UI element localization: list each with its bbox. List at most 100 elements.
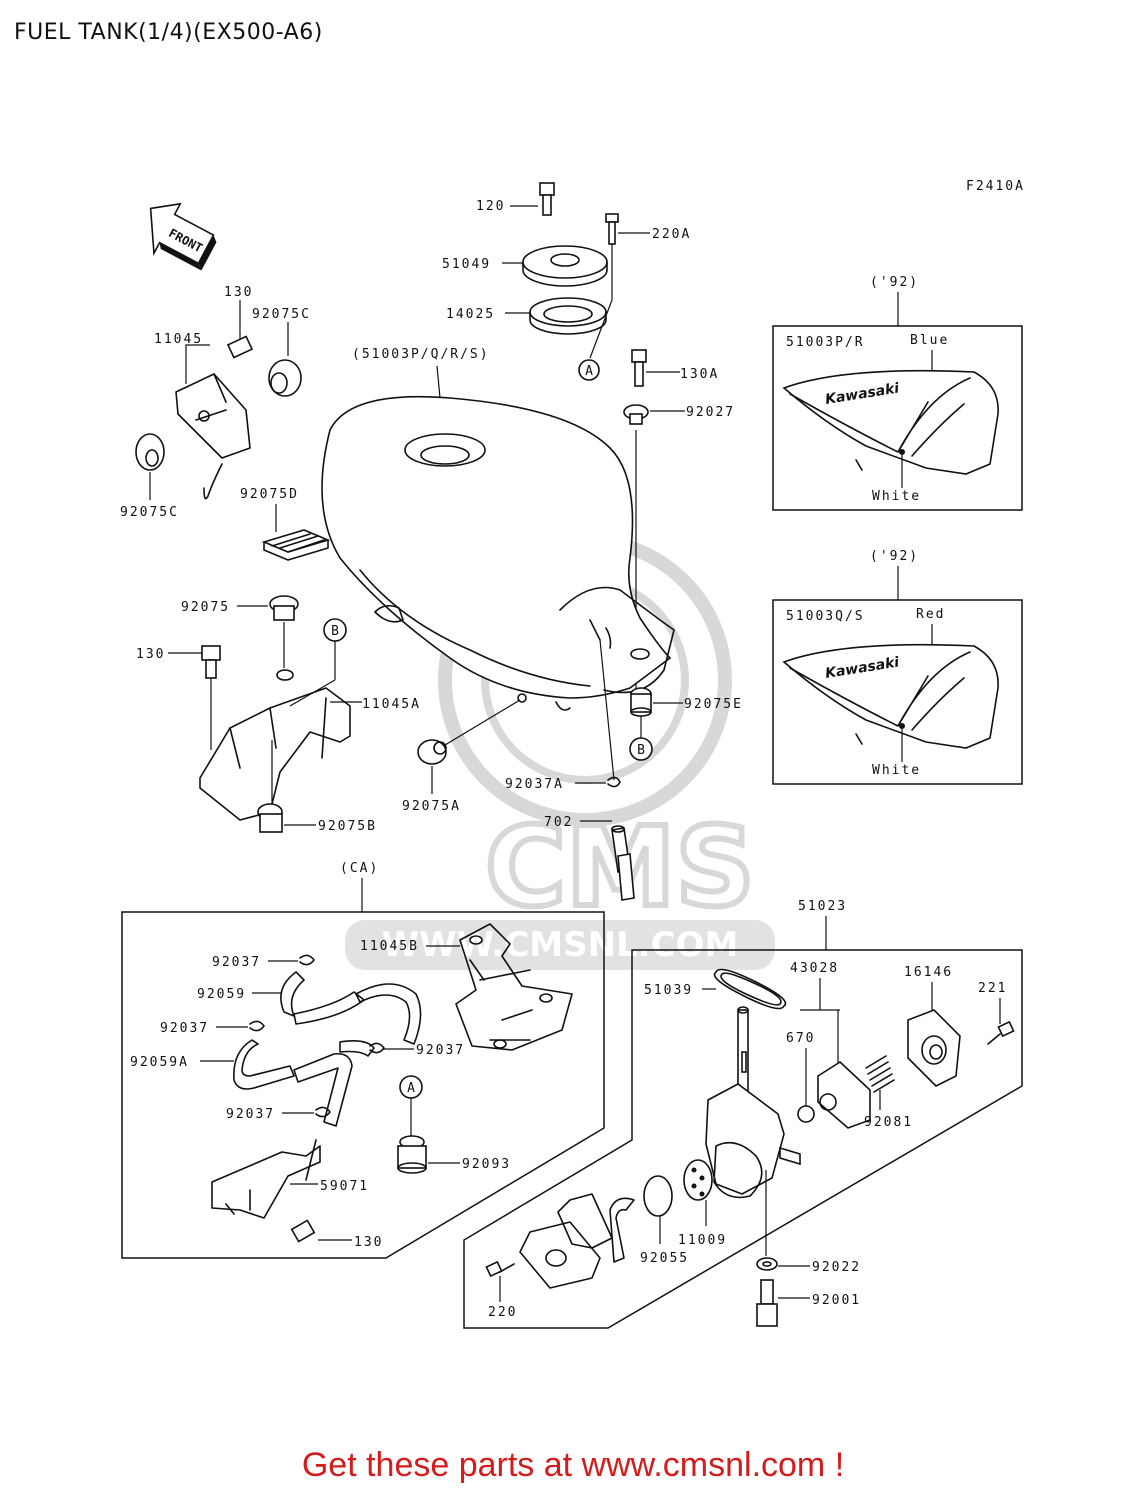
variant-box-51003QS: ('92) 51003Q/S Red Kawasaki White (772, 549, 1023, 785)
cap-ring-14025 (505, 297, 607, 335)
variant-b-part: 51003Q/S (786, 609, 865, 624)
bracket-11045 (175, 344, 251, 500)
promo-link[interactable]: Get these parts at www.cmsnl.com ! (301, 1446, 845, 1484)
watermark-url: WWW.CMSNL.COM (382, 925, 739, 965)
hose-92059 (252, 971, 422, 1045)
label-130A: 130A (680, 367, 719, 382)
oring-670 (797, 1105, 815, 1123)
label-92037-4: 92037 (226, 1107, 275, 1122)
figure-code: F2410A (966, 179, 1025, 194)
hose-92059A (200, 1039, 375, 1127)
damper-92075E (630, 687, 683, 738)
clip-92037-1 (268, 954, 315, 966)
callout-letter: A (407, 1081, 415, 1096)
label-43028: 43028 (790, 961, 839, 976)
label-51023: 51023 (798, 899, 847, 914)
clip-92037-3 (369, 1042, 414, 1054)
bolt-92001 (756, 1279, 810, 1327)
screw-221 (987, 998, 1015, 1045)
grommet-92075 (237, 595, 299, 668)
fuel-tap-body (705, 1006, 801, 1256)
washer-92022 (756, 1257, 810, 1271)
label-702: 702 (544, 815, 573, 830)
label-92075E: 92075E (684, 697, 743, 712)
label-130-mid: 130 (136, 647, 165, 662)
label-92059A: 92059A (130, 1055, 189, 1070)
label-92037-1: 92037 (212, 955, 261, 970)
bolt-120 (510, 182, 555, 216)
gasket-plate (519, 1193, 635, 1289)
callout-letter: A (585, 364, 593, 379)
label-16146: 16146 (904, 965, 953, 980)
hose-702 (580, 820, 635, 901)
fuel-tank (321, 395, 675, 711)
front-arrow-icon: FRONT (149, 202, 217, 271)
variant-b-color-bottom: White (872, 763, 921, 778)
label-92075A: 92075A (402, 799, 461, 814)
damper-92075C-bottom (135, 433, 165, 500)
label-14025: 14025 (446, 307, 495, 322)
variant-a-part: 51003P/R (786, 335, 865, 350)
label-92075C-bottom: 92075C (120, 505, 179, 520)
spring-92081 (865, 1055, 895, 1110)
label-11045A: 11045A (362, 697, 421, 712)
damper-92075C-top (268, 322, 302, 397)
screw-220 (485, 1260, 515, 1302)
bolt-130A (631, 349, 680, 387)
label-11009: 11009 (678, 1233, 727, 1248)
label-130-ca: 130 (354, 1235, 383, 1250)
callout-letter: B (637, 743, 645, 758)
clip-92037A (575, 639, 621, 788)
pad-92075D (261, 504, 331, 561)
label-92001: 92001 (812, 1293, 861, 1308)
label-670: 670 (786, 1031, 815, 1046)
canister-bracket-11045B (426, 923, 573, 1051)
filter-11009 (683, 1159, 713, 1226)
label-92055: 92055 (640, 1251, 689, 1266)
screw-220A (589, 213, 650, 359)
housing-16146 (907, 982, 961, 1087)
oring-92055 (643, 1175, 673, 1244)
label-92059: 92059 (197, 987, 246, 1002)
label-11045B: 11045B (360, 939, 419, 954)
bolt-130-ca (290, 1219, 352, 1243)
variant-box-51003PR: ('92) 51003P/R Blue Kawasaki White (772, 275, 1023, 511)
callout-B-left: B (289, 618, 347, 707)
bracket-59071 (211, 1139, 321, 1219)
callout-letter: B (331, 624, 339, 639)
variant-b-color-top: Red (916, 607, 945, 622)
label-CA: (CA) (340, 861, 379, 876)
callout-A-top: A (578, 359, 600, 381)
damper-92075A (417, 699, 521, 794)
cover-43028 (817, 1010, 871, 1129)
label-221: 221 (978, 981, 1007, 996)
label-59071: 59071 (320, 1179, 369, 1194)
label-92037A: 92037A (505, 777, 564, 792)
variant-b-year: ('92) (870, 549, 919, 564)
variant-a-color-top: Blue (910, 333, 949, 348)
bracket-11045A (199, 669, 362, 821)
label-92022: 92022 (812, 1260, 861, 1275)
clip-92037-2 (216, 1020, 265, 1032)
label-130-top: 130 (224, 285, 253, 300)
bolt-130-top (226, 335, 254, 359)
label-92075C-top: 92075C (252, 307, 311, 322)
label-51003PQRS: (51003P/Q/R/S) (352, 347, 490, 362)
ca-box (121, 911, 605, 1259)
bolt-130-mid (168, 645, 221, 750)
label-92027: 92027 (686, 405, 735, 420)
label-220: 220 (488, 1305, 517, 1320)
label-220A: 220A (652, 227, 691, 242)
label-92037-3: 92037 (416, 1043, 465, 1058)
label-51049: 51049 (442, 257, 491, 272)
label-92037-2: 92037 (160, 1021, 209, 1036)
label-92075B: 92075B (318, 819, 377, 834)
grommet-92093 (397, 1135, 460, 1174)
fuel-tap-box (463, 949, 1023, 1329)
label-92093: 92093 (462, 1157, 511, 1172)
clip-92037-4 (282, 1106, 331, 1118)
label-120: 120 (476, 199, 505, 214)
label-92081: 92081 (864, 1115, 913, 1130)
gasket-51039 (702, 968, 787, 1010)
